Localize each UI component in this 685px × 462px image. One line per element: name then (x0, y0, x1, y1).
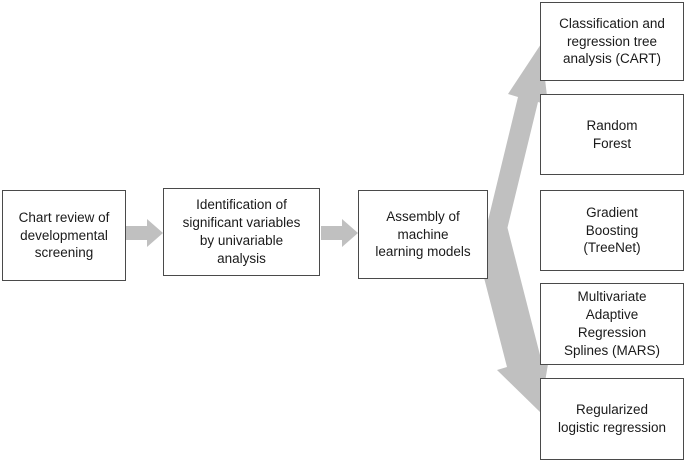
node-random-forest-label: Random Forest (586, 117, 638, 151)
node-random-forest: Random Forest (540, 94, 684, 175)
node-chart-review: Chart review of developmental screening (2, 190, 126, 281)
arrow-identification-to-assembly (321, 219, 358, 247)
node-assembly: Assembly of machine learning models (358, 190, 488, 279)
node-cart-label: Classification and regression tree analy… (559, 15, 665, 67)
node-mars-label: Multivariate Adaptive Regression Splines… (563, 289, 661, 358)
node-mars: Multivariate Adaptive Regression Splines… (540, 283, 684, 365)
node-gradient-boosting-label: Gradient Boosting (TreeNet) (583, 204, 641, 256)
arrow-assembly-to-cart (484, 44, 548, 242)
node-gradient-boosting: Gradient Boosting (TreeNet) (540, 190, 684, 271)
node-identification-label: Identification of significant variables … (182, 197, 301, 266)
node-assembly-label: Assembly of machine learning models (375, 208, 471, 260)
node-cart: Classification and regression tree analy… (540, 2, 684, 81)
node-regularized-label: Regularized logistic regression (557, 402, 667, 435)
arrow-chart-to-identification (126, 219, 163, 247)
node-chart-review-label: Chart review of developmental screening (18, 209, 110, 261)
node-identification: Identification of significant variables … (163, 188, 320, 276)
node-regularized: Regularized logistic regression (540, 378, 684, 460)
